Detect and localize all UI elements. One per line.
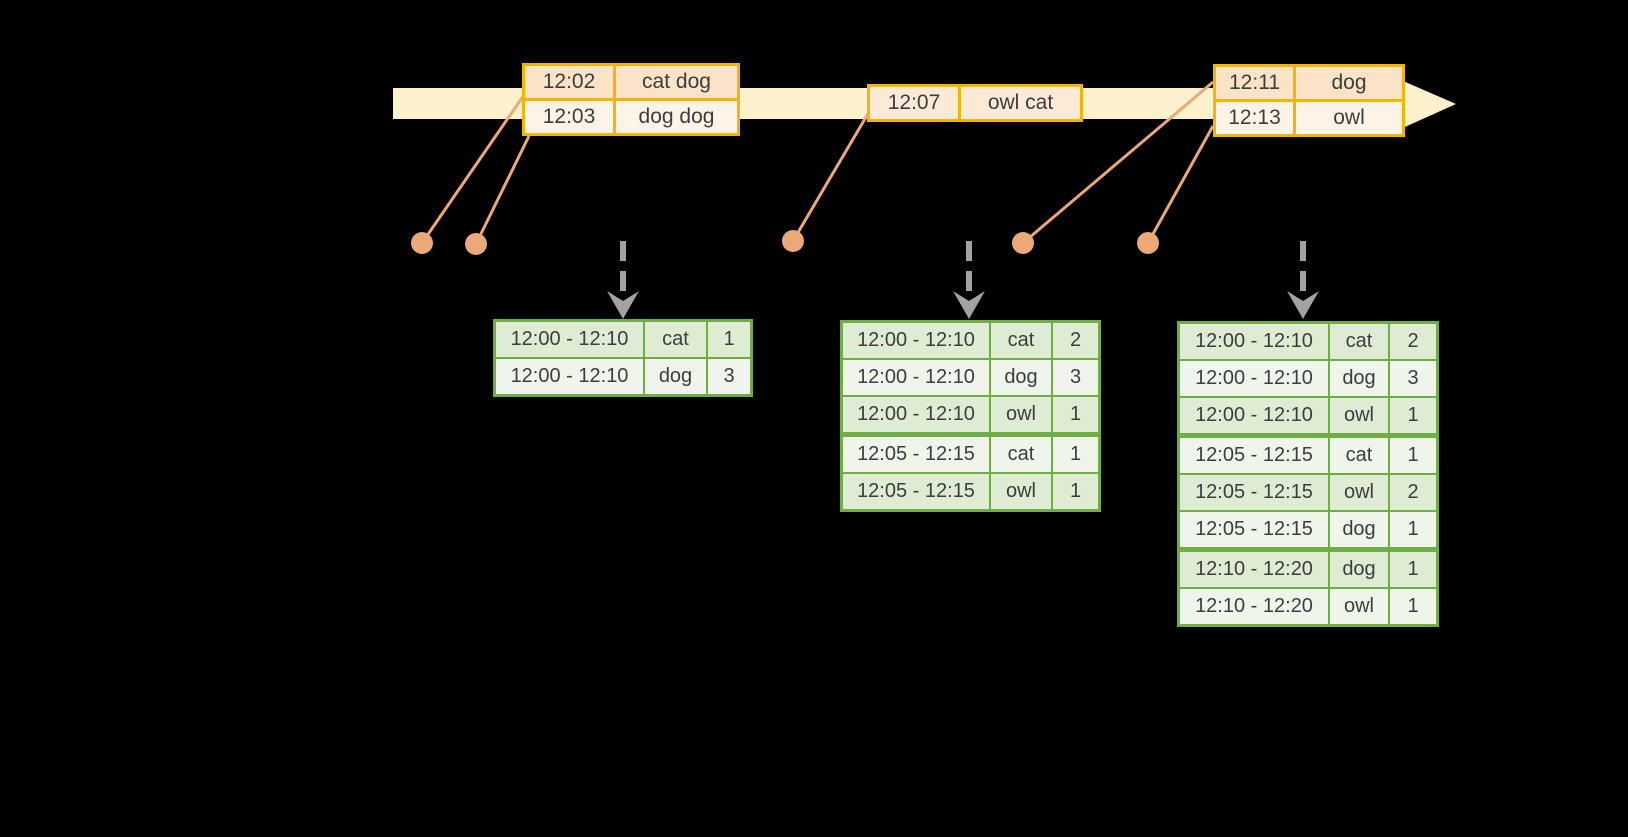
result-window-cell: 12:05 - 12:15	[840, 432, 991, 474]
connector-line	[1146, 125, 1215, 244]
result-word-cell: dog	[643, 357, 708, 397]
result-window-cell: 12:00 - 12:10	[1177, 359, 1330, 398]
result-count-cell: 1	[1388, 396, 1439, 437]
result-word-cell: owl	[1328, 473, 1390, 512]
result-window-cell: 12:05 - 12:15	[840, 472, 991, 512]
result-word-cell: dog	[989, 358, 1053, 397]
trigger-arrowhead-icon	[953, 291, 985, 319]
trigger-arrowhead-icon	[1287, 291, 1319, 319]
result-count-cell: 1	[1388, 587, 1439, 627]
result-window-cell: 12:00 - 12:10	[840, 320, 991, 360]
result-window-cell: 12:05 - 12:15	[1177, 433, 1330, 475]
trigger-arrowhead-icon	[607, 291, 639, 319]
connector-line	[1022, 80, 1214, 245]
result-window-cell: 12:05 - 12:15	[1177, 510, 1330, 551]
result-word-cell: dog	[1328, 547, 1390, 589]
result-count-cell: 3	[1051, 358, 1101, 397]
result-window-cell: 12:00 - 12:10	[840, 358, 991, 397]
result-window-cell: 12:00 - 12:10	[840, 395, 991, 436]
result-count-cell: 2	[1388, 321, 1439, 361]
result-window-cell: 12:00 - 12:10	[493, 357, 645, 397]
result-count-cell: 1	[1051, 395, 1101, 436]
event-time-cell: 12:03	[522, 98, 616, 136]
connector-line	[420, 94, 526, 244]
result-word-cell: cat	[1328, 433, 1390, 475]
event-words-cell: cat dog	[613, 63, 740, 101]
result-word-cell: owl	[989, 472, 1053, 512]
event-dot	[411, 232, 433, 254]
result-count-cell: 1	[1388, 433, 1439, 475]
timeline-arrowhead-icon	[1396, 78, 1456, 131]
result-count-cell: 1	[1388, 547, 1439, 589]
result-count-cell: 1	[1051, 472, 1101, 512]
result-count-cell: 2	[1051, 320, 1101, 360]
result-count-cell: 1	[1051, 432, 1101, 474]
result-count-cell: 1	[1388, 510, 1439, 551]
result-count-cell: 1	[706, 319, 753, 359]
result-window-cell: 12:00 - 12:10	[1177, 396, 1330, 437]
event-words-cell: owl cat	[958, 84, 1083, 122]
result-count-cell: 3	[706, 357, 753, 397]
result-word-cell: cat	[989, 320, 1053, 360]
result-word-cell: owl	[1328, 396, 1390, 437]
result-word-cell: dog	[1328, 359, 1390, 398]
result-word-cell: cat	[989, 432, 1053, 474]
result-word-cell: cat	[1328, 321, 1390, 361]
event-time-cell: 12:07	[867, 84, 961, 122]
connector-lines	[420, 80, 1215, 245]
result-word-cell: owl	[989, 395, 1053, 436]
event-dot	[1012, 232, 1034, 254]
event-dot	[1137, 232, 1159, 254]
result-window-cell: 12:00 - 12:10	[493, 319, 645, 359]
trigger-arrows	[607, 241, 1319, 319]
result-word-cell: dog	[1328, 510, 1390, 551]
event-dot	[782, 230, 804, 252]
result-window-cell: 12:10 - 12:20	[1177, 587, 1330, 627]
result-count-cell: 2	[1388, 473, 1439, 512]
result-word-cell: owl	[1328, 587, 1390, 627]
event-time-cell: 12:11	[1213, 64, 1296, 102]
connector-line	[791, 111, 871, 242]
event-time-cell: 12:13	[1213, 99, 1296, 137]
event-dots	[411, 230, 1159, 255]
result-window-cell: 12:00 - 12:10	[1177, 321, 1330, 361]
event-words-cell: dog	[1293, 64, 1405, 102]
event-time-cell: 12:02	[522, 63, 616, 101]
result-word-cell: cat	[643, 319, 708, 359]
event-words-cell: owl	[1293, 99, 1405, 137]
result-window-cell: 12:10 - 12:20	[1177, 547, 1330, 589]
event-words-cell: dog dog	[613, 98, 740, 136]
event-dot	[465, 233, 487, 255]
connector-line	[474, 135, 531, 245]
result-window-cell: 12:05 - 12:15	[1177, 473, 1330, 512]
result-count-cell: 3	[1388, 359, 1439, 398]
